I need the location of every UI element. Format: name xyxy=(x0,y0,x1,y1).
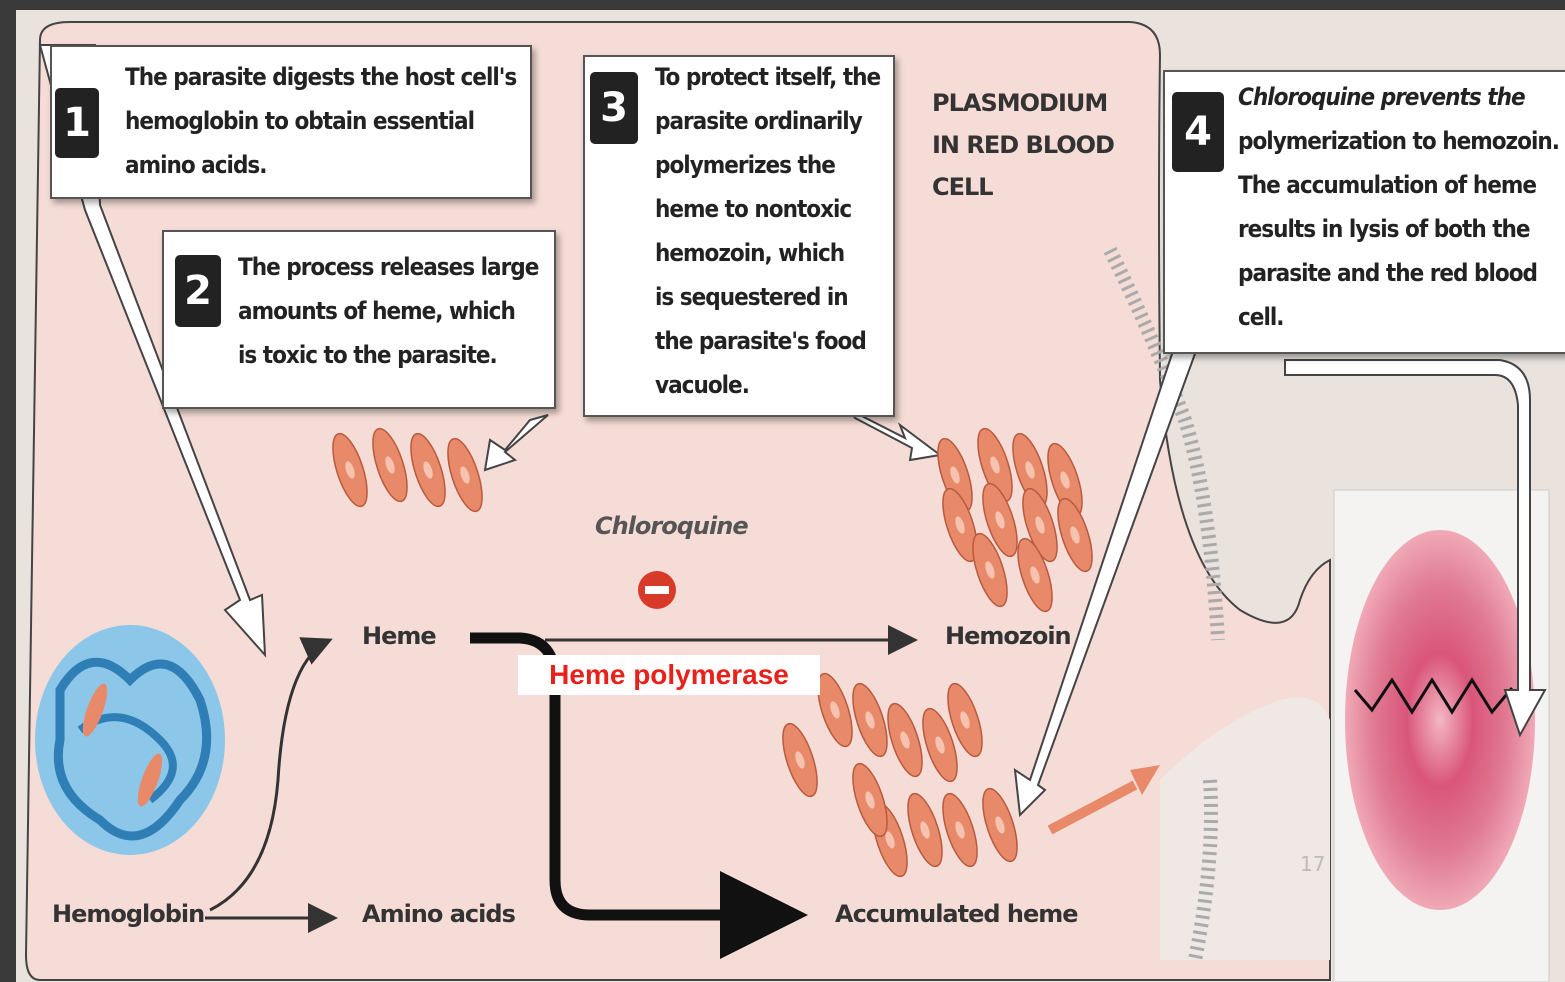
step-4-number: 4 xyxy=(1172,92,1224,172)
heme-label: Heme xyxy=(362,622,436,650)
page-number: 17 xyxy=(1300,852,1325,876)
accumulated-heme-label: Accumulated heme xyxy=(835,900,1078,928)
heme-polymerase-label: Heme polymerase xyxy=(518,655,820,695)
step-1-number: 1 xyxy=(55,88,99,158)
chloroquine-label: Chloroquine xyxy=(595,512,748,540)
hemozoin-label: Hemozoin xyxy=(945,622,1071,650)
step-3-number: 3 xyxy=(590,72,638,144)
amino-acids-label: Amino acids xyxy=(362,900,515,928)
step-2-number: 2 xyxy=(175,255,221,327)
hemoglobin-label: Hemoglobin xyxy=(52,900,204,928)
